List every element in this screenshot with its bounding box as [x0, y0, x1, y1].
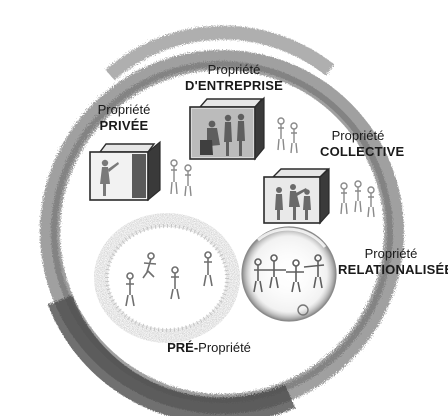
label-relational-line2: RELATIONALISÉE: [338, 262, 448, 277]
corporate-bystanders: [277, 117, 298, 154]
label-pre-property: PRÉ-Propriété: [154, 340, 264, 356]
label-relational-line1: Propriété: [364, 246, 418, 261]
label-collective-line1: Propriété: [331, 128, 385, 143]
relational-property-bubble: [241, 226, 337, 322]
brush-ring: [40, 25, 404, 416]
label-collective-line2: COLLECTIVE: [320, 144, 405, 159]
relational-figures: [253, 254, 325, 293]
collective-property-box: [263, 167, 330, 225]
corporate-box-figures: [200, 113, 245, 156]
collective-bystanders: [340, 180, 375, 218]
label-collective-property: Propriété COLLECTIVE: [320, 128, 405, 160]
pre-property-cloud: [94, 213, 240, 343]
label-private-line1: Propriété: [97, 102, 151, 117]
label-relational-property: Propriété RELATIONALISÉE: [338, 246, 448, 278]
label-pre-prefix: PRÉ-: [167, 340, 199, 355]
collective-box-figures: [275, 184, 311, 220]
private-property-box: [89, 140, 161, 202]
corporate-property-box: [189, 96, 265, 161]
label-pre-suffix: Propriété: [198, 340, 251, 355]
label-corporate-line2: D'ENTREPRISE: [185, 78, 283, 93]
label-private-property: Propriété PRIVÉE: [94, 102, 154, 134]
label-corporate-line1: Propriété: [207, 62, 261, 77]
pre-property-figures: [125, 251, 213, 307]
label-corporate-property: Propriété D'ENTREPRISE: [184, 62, 284, 94]
private-bystanders: [170, 159, 192, 197]
label-private-line2: PRIVÉE: [99, 118, 149, 133]
private-box-figure: [100, 159, 119, 196]
